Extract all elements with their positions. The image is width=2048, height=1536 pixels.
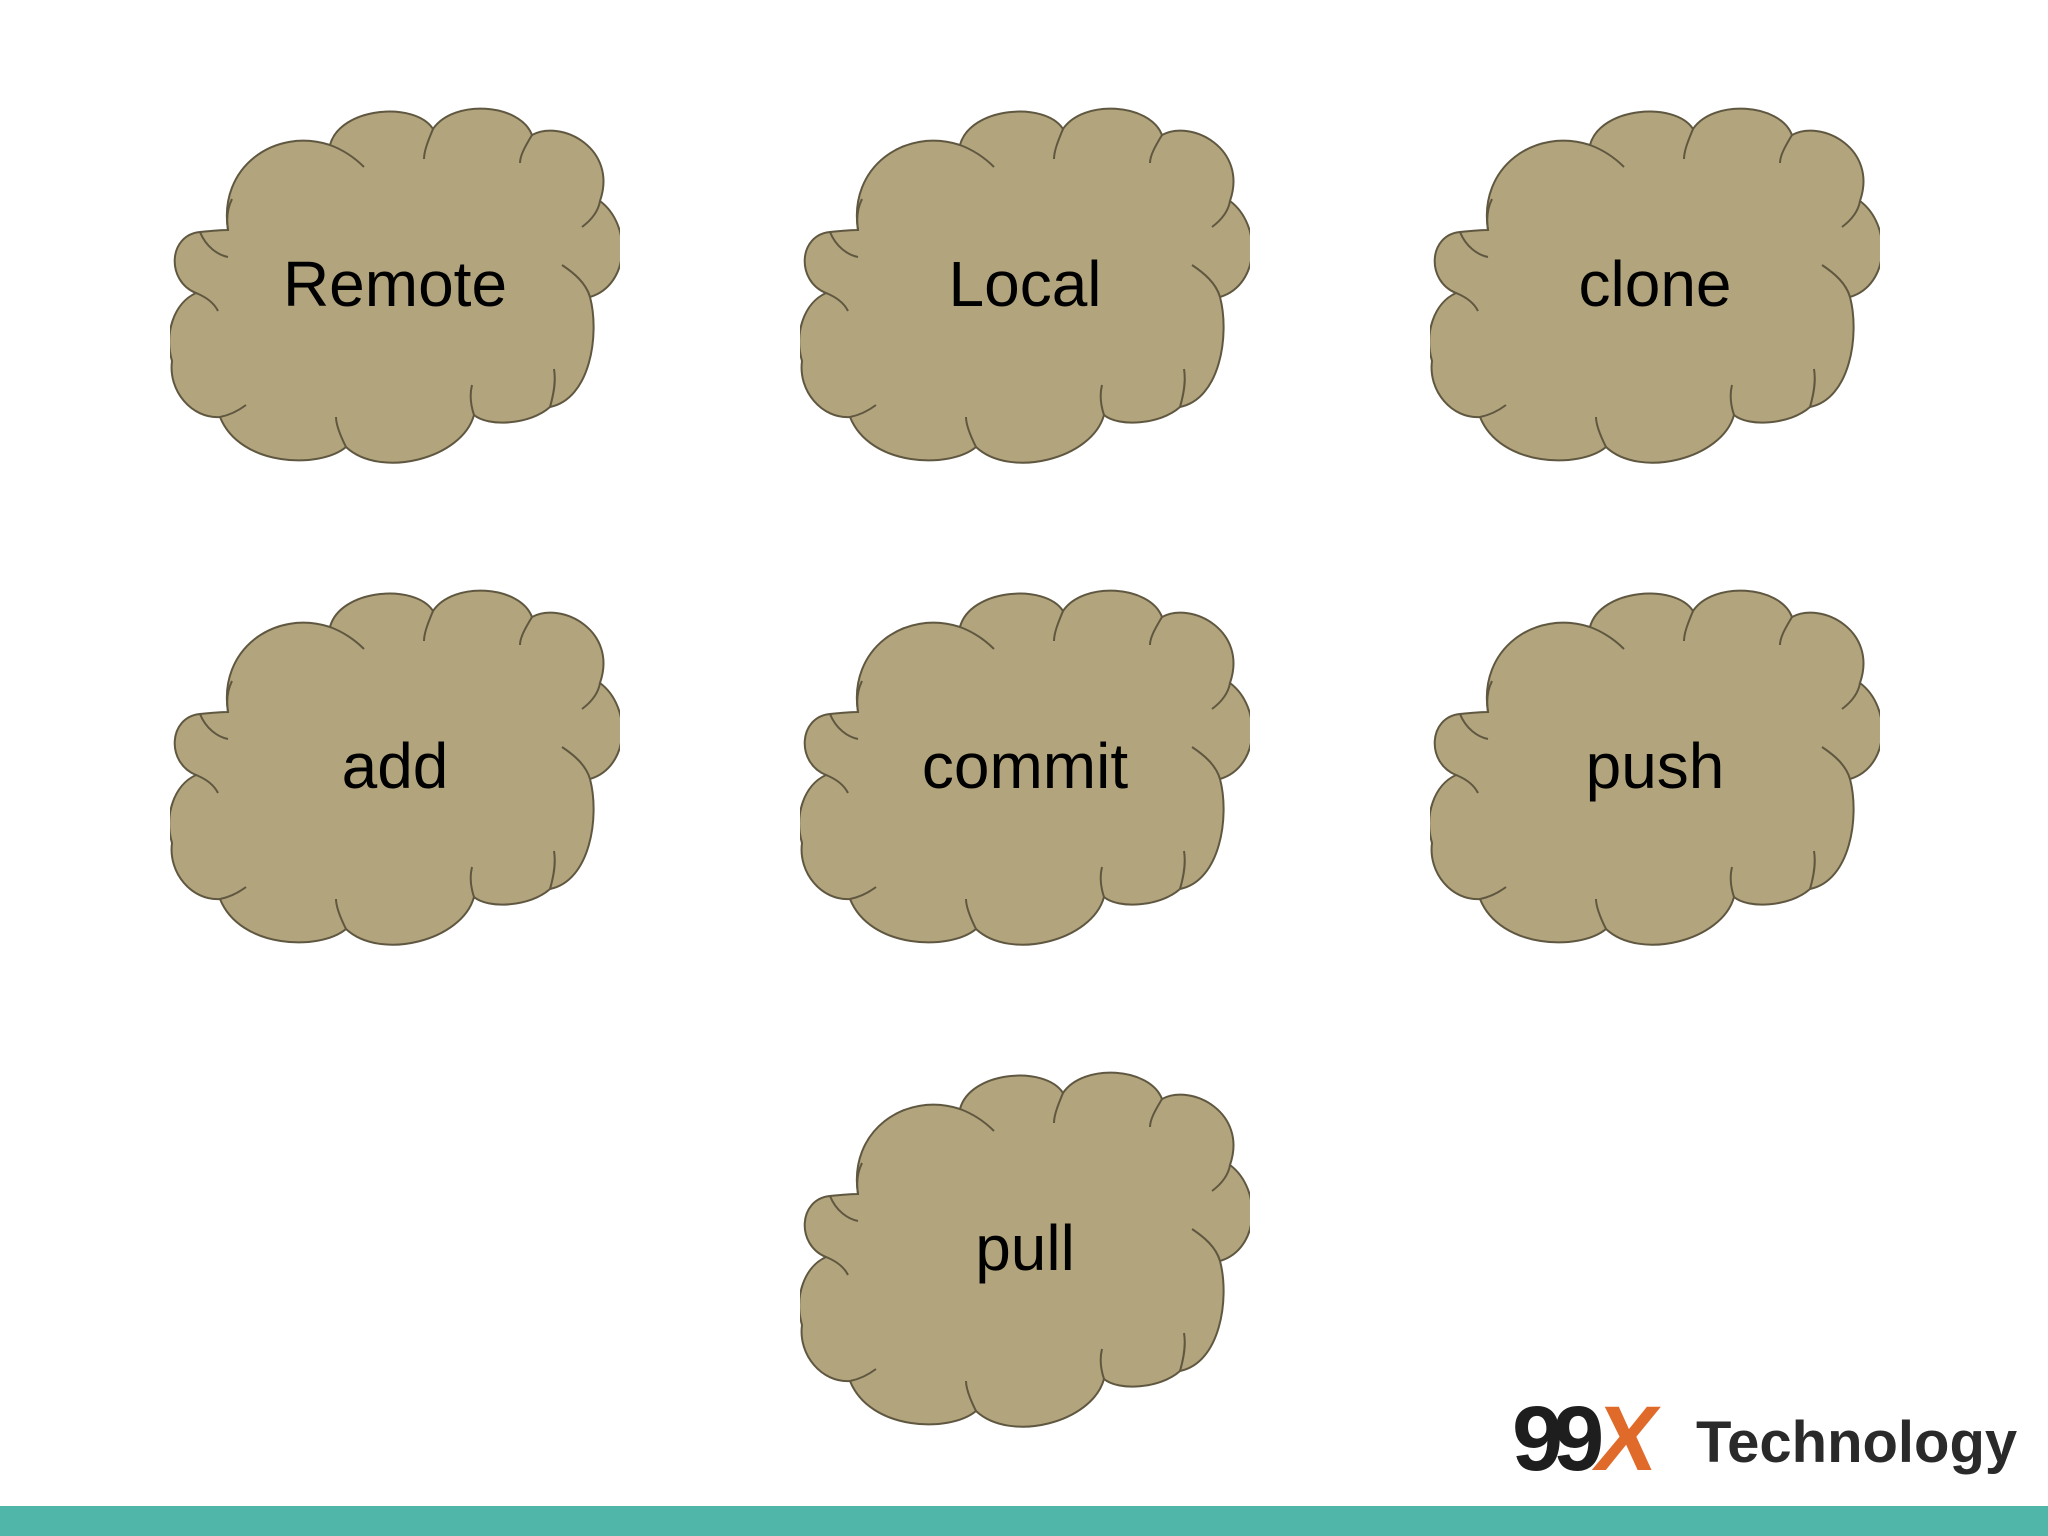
cloud-local: Local	[800, 107, 1250, 469]
logo-number: 99	[1512, 1388, 1601, 1490]
cloud-label: add	[341, 730, 449, 802]
cloud-label: push	[1585, 730, 1725, 802]
cloud-pull: pull	[800, 1071, 1250, 1433]
cloud-label: Local	[948, 248, 1102, 320]
cloud-clone: clone	[1430, 107, 1880, 469]
cloud-label: Remote	[282, 248, 508, 320]
cloud-label: clone	[1578, 248, 1732, 320]
cloud-add: add	[170, 589, 620, 951]
cloud-label: commit	[921, 730, 1129, 802]
footer-bar	[0, 1506, 2048, 1536]
cloud-push: push	[1430, 589, 1880, 951]
logo-99x-icon: 99 X Technology	[1512, 1387, 2017, 1490]
logo-accent-letter: X	[1587, 1387, 1667, 1490]
cloud-label: pull	[975, 1212, 1075, 1284]
cloud-commit: commit	[800, 589, 1250, 951]
logo-word: Technology	[1696, 1410, 2017, 1475]
cloud-remote: Remote	[170, 107, 620, 469]
company-logo: 99 X Technology	[1512, 1387, 2022, 1492]
